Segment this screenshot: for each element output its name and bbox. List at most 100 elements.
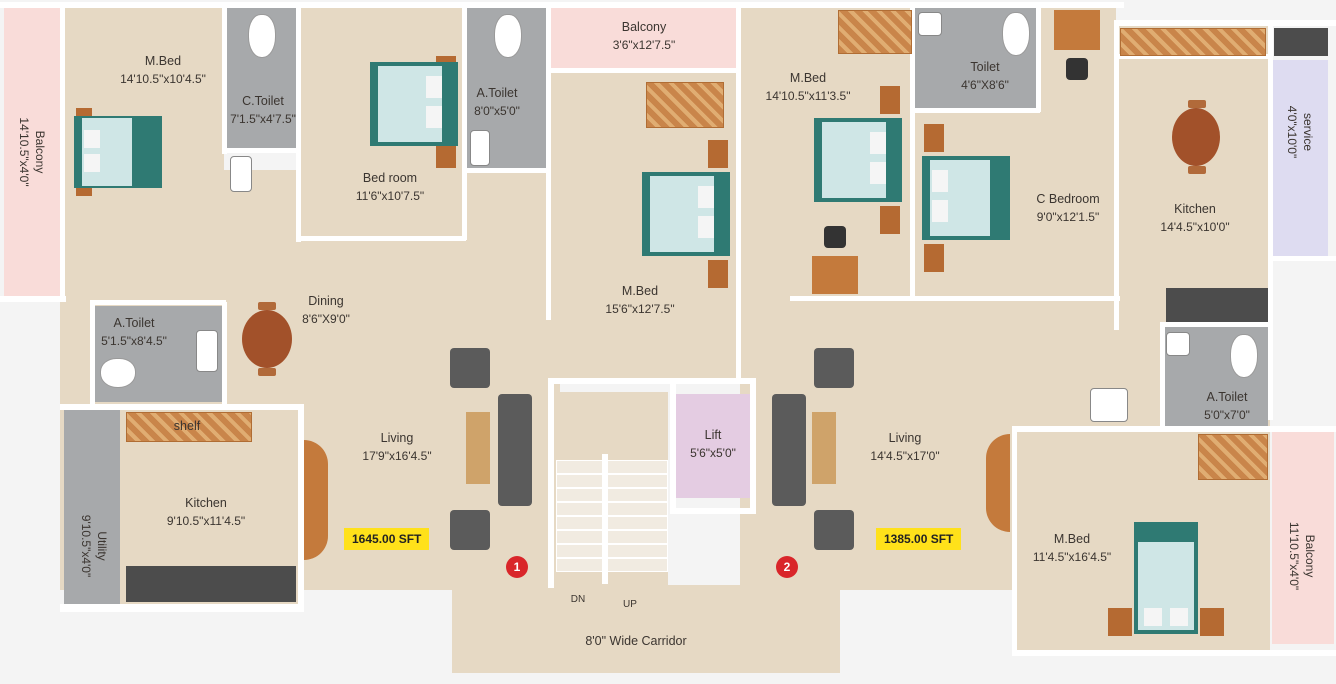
- stair-divider: [602, 454, 608, 584]
- room-dimensions: 14'10.5"x11'3.5": [765, 89, 851, 103]
- wall: [60, 404, 304, 410]
- wall: [462, 4, 467, 240]
- service-2-room: [1272, 60, 1328, 256]
- flat-1-area-badge: 1645.00 SFT: [344, 528, 430, 550]
- room-name: M.Bed: [144, 54, 182, 68]
- bedroom-1-label: Bed room 11'6"x10'7.5": [356, 169, 424, 205]
- master-bedroom-2b-label: M.Bed 11'4.5"x16'4.5": [1033, 530, 1111, 566]
- room-name: Kitchen: [185, 496, 227, 510]
- basin-icon: [196, 330, 218, 372]
- wall: [910, 4, 915, 300]
- wall: [548, 378, 754, 384]
- balcony-top-label: Balcony 3'6"x12'7.5": [613, 18, 675, 54]
- room-dimensions: 5'0"x7'0": [1204, 408, 1250, 422]
- room-dimensions: 8'0"x5'0": [474, 104, 520, 118]
- room-name: service: [1301, 112, 1315, 152]
- room-name: Living: [888, 431, 922, 445]
- wardrobe-icon: [646, 82, 724, 128]
- service-2-label: service 4'0"x10'0": [1284, 106, 1316, 158]
- toilet-2-label: Toilet 4'6"X8'6": [961, 58, 1009, 94]
- wall: [670, 508, 756, 514]
- flat-2-entry-marker: 2: [776, 556, 798, 578]
- room-name: Living: [380, 431, 414, 445]
- chair-icon: [258, 368, 276, 376]
- room-name: Dining: [308, 294, 344, 308]
- bed-icon: [922, 124, 1010, 272]
- desk-icon: [1054, 10, 1100, 50]
- wall: [546, 4, 551, 174]
- bed-icon: [74, 108, 162, 196]
- room-name: A.Toilet: [113, 316, 155, 330]
- room-name: shelf: [173, 419, 201, 433]
- room-name: M.Bed: [621, 284, 659, 298]
- chair-icon: [1188, 166, 1206, 174]
- kitchen-2-label: Kitchen 14'4.5"x10'0": [1160, 200, 1229, 236]
- wall: [1160, 324, 1165, 432]
- wall: [750, 378, 756, 514]
- wardrobe-icon: [1198, 434, 1268, 480]
- toilet-icon: [1230, 334, 1258, 378]
- stair-step: [556, 502, 668, 516]
- room-dimensions: 15'6"x12'7.5": [605, 302, 675, 316]
- chair-icon: [1188, 100, 1206, 108]
- room-name: 8'0" Wide Carridor: [585, 634, 687, 648]
- room-name: Bed room: [362, 171, 418, 185]
- room-dimensions: 17'9"x16'4.5": [362, 449, 432, 463]
- armchair-icon: [814, 348, 854, 388]
- wall: [1012, 428, 1017, 654]
- room-dimensions: 14'4.5"x10'0": [1160, 220, 1230, 234]
- armchair-icon: [450, 510, 490, 550]
- tv-unit-icon: [304, 440, 328, 560]
- room-name: Kitchen: [1174, 202, 1216, 216]
- corridor-label: 8'0" Wide Carridor: [585, 632, 686, 650]
- wall: [0, 2, 1124, 8]
- room-name: Balcony: [33, 130, 47, 174]
- wall: [60, 4, 65, 300]
- room-name: M.Bed: [1053, 532, 1091, 546]
- room-name: C.Toilet: [242, 94, 284, 108]
- wall: [1114, 54, 1272, 59]
- wall: [0, 296, 66, 302]
- room-name: Lift: [704, 428, 722, 442]
- wall: [90, 302, 95, 406]
- dining-table-icon: [1172, 108, 1220, 166]
- wall: [910, 108, 1040, 113]
- master-bedroom-1-label: M.Bed 14'10.5"x10'4.5": [120, 52, 206, 88]
- chair-icon: [1066, 58, 1088, 80]
- toilet-icon: [248, 14, 276, 58]
- desk-icon: [812, 256, 858, 294]
- flat-1-entry-marker: 1: [506, 556, 528, 578]
- wall: [1268, 20, 1273, 420]
- wall: [1160, 322, 1272, 327]
- stair-step: [556, 460, 668, 474]
- room-dimensions: 9'10.5"x11'4.5": [166, 514, 246, 528]
- tv-unit-icon: [986, 434, 1010, 532]
- stair-step: [556, 530, 668, 544]
- wall: [1036, 4, 1041, 112]
- utility-1-label: Utility 9'10.5"x4'0": [78, 515, 110, 577]
- corridor-floor: [452, 585, 840, 673]
- wall: [1012, 426, 1336, 432]
- toilet-icon: [100, 358, 136, 388]
- lift-room: [676, 394, 750, 498]
- dining-table-icon: [242, 310, 292, 368]
- common-toilet-1-label: C.Toilet 7'1.5"x4'7.5": [230, 92, 296, 128]
- balcony-right-room: [1272, 432, 1334, 644]
- wall: [60, 604, 304, 612]
- shelf-icon: [126, 412, 252, 442]
- room-dimensions: 7'1.5"x4'7.5": [230, 112, 296, 126]
- kitchen-counter-icon: [126, 566, 296, 602]
- room-dimensions: 3'6"x12'7.5": [612, 38, 676, 52]
- balcony-left-label: Balcony 14'10.5"x4'0": [16, 117, 48, 186]
- stair-step: [556, 516, 668, 530]
- wall: [222, 302, 227, 406]
- room-dimensions: 5'6"x5'0": [690, 446, 736, 460]
- room-name: Utility: [95, 531, 109, 561]
- coffee-table-icon: [466, 412, 490, 484]
- wall: [296, 4, 301, 242]
- living-1-label: Living 17'9"x16'4.5": [362, 429, 431, 465]
- attached-toilet-1b-label: A.Toilet 5'1.5"x8'4.5": [101, 314, 167, 350]
- toilet-icon: [494, 14, 522, 58]
- bed-icon: [1108, 522, 1224, 636]
- chair-icon: [824, 226, 846, 248]
